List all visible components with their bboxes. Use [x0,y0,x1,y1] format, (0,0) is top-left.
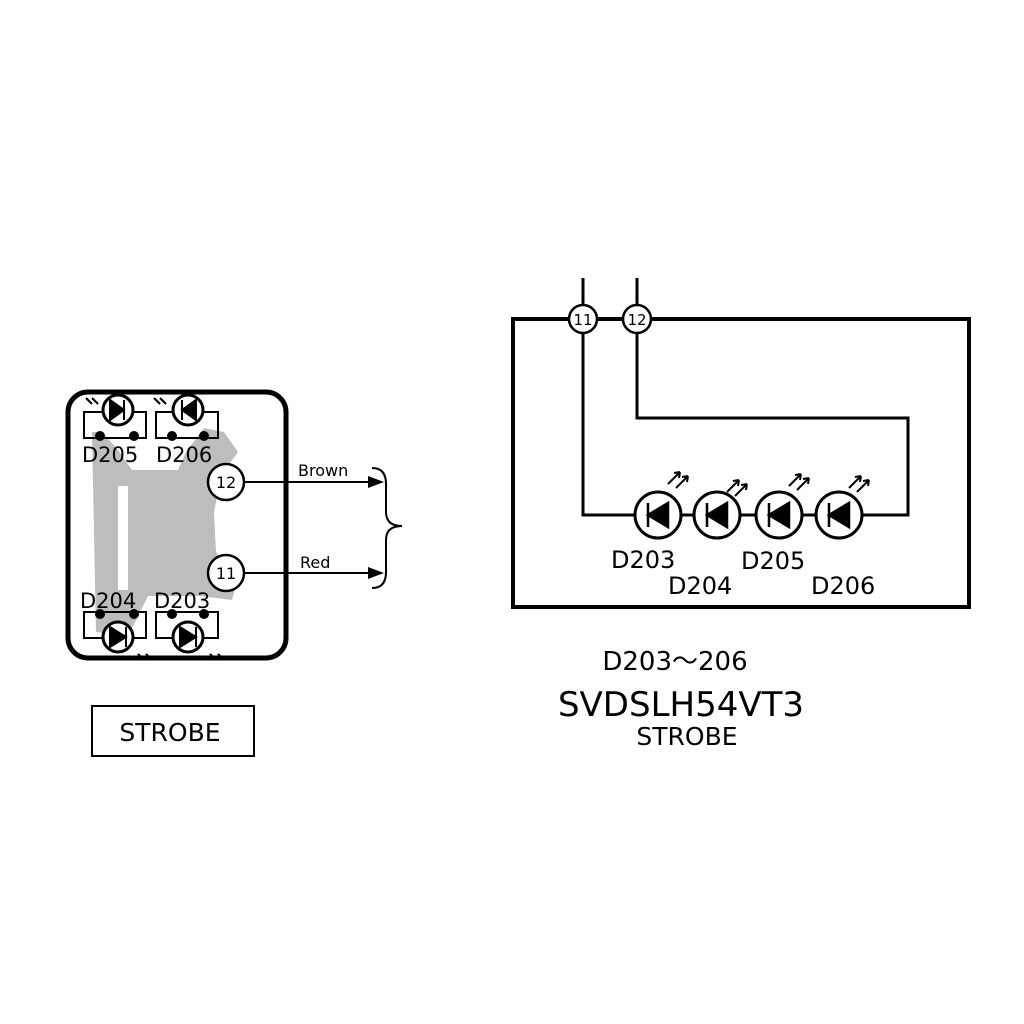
trace-gap [118,486,128,590]
center-pad [128,502,178,552]
red-wire-label: Red [300,553,330,572]
board-traces [92,428,238,636]
strobe-board: D205 D206 D204 D203 12 11 [65,389,403,757]
schematic-frame [511,317,971,609]
label-d205: D205 [741,547,805,575]
schematic-terminal-11-label: 11 [573,311,592,329]
schematic-terminal-11 [567,303,599,335]
board-terminal-11-label: 11 [216,564,236,583]
led-d206 [814,475,870,540]
brown-wire-label: Brown [298,461,348,480]
led-d203-bottom [155,609,225,661]
brace [371,467,403,589]
board-label-box [91,705,255,757]
led-d203 [633,471,689,540]
schematic-terminal-12 [621,303,653,335]
led-d205-top [83,393,147,441]
led-d204 [692,479,748,540]
label-d204: D204 [668,572,732,600]
board-label: STROBE [119,718,220,747]
part-number: SVDSLH54VT3 [558,685,804,725]
led-d206-top [153,393,219,441]
led-range-label: D203～206 [602,647,747,677]
label-d206: D206 [156,443,212,467]
schematic-caption: STROBE [636,722,737,751]
strobe-schematic: 11 12 D203 D204 D205 D206 D20 [511,278,971,751]
led-series-loop [581,333,910,517]
label-d205: D205 [82,443,138,467]
led-d204-bottom [83,609,153,661]
label-d206: D206 [811,572,875,600]
board-terminal-12-label: 12 [216,473,236,492]
red-lead [244,567,384,579]
schematic-terminal-12-label: 12 [627,311,646,329]
brown-lead [244,476,384,488]
label-d204: D204 [80,589,136,613]
label-d203: D203 [154,589,210,613]
label-d203: D203 [611,546,675,574]
led-d205 [754,473,810,540]
